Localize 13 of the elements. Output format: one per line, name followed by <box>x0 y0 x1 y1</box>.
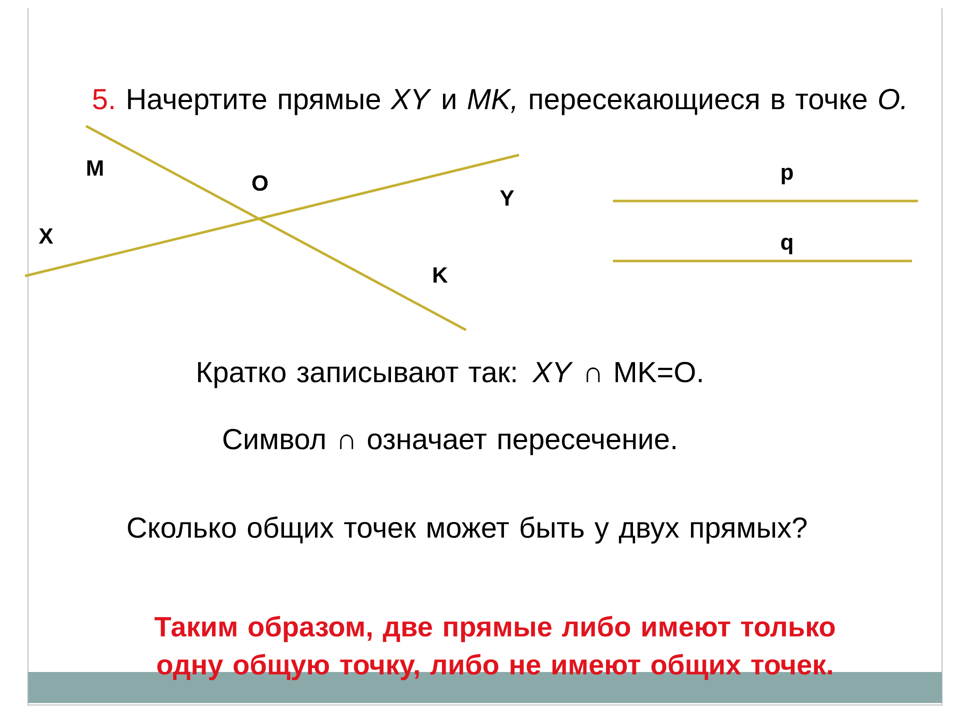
text-line: Кратко записывают так: XY ∩ MK=O. <box>198 362 702 388</box>
point-label: Y <box>500 190 514 206</box>
text-line: Сколько общих точек может быть у двух прямых? <box>128 516 807 544</box>
task-number: 5. <box>93 89 114 110</box>
task-heading: Начертите прямые XY и MK, пересекающиеся в точке O. <box>128 88 905 116</box>
text-line: Символ ∩ означает пересечение. <box>223 428 676 456</box>
point-label: O <box>252 175 268 191</box>
point-label: X <box>38 228 54 244</box>
line-label: p <box>782 168 793 184</box>
line-label: q <box>781 238 792 254</box>
point-label: M <box>87 160 103 176</box>
conclusion-text: Таким образом, две прямые либо имеют только одну общую точку, либо не имеют общих точек. <box>154 616 835 680</box>
point-label: K <box>434 267 448 283</box>
